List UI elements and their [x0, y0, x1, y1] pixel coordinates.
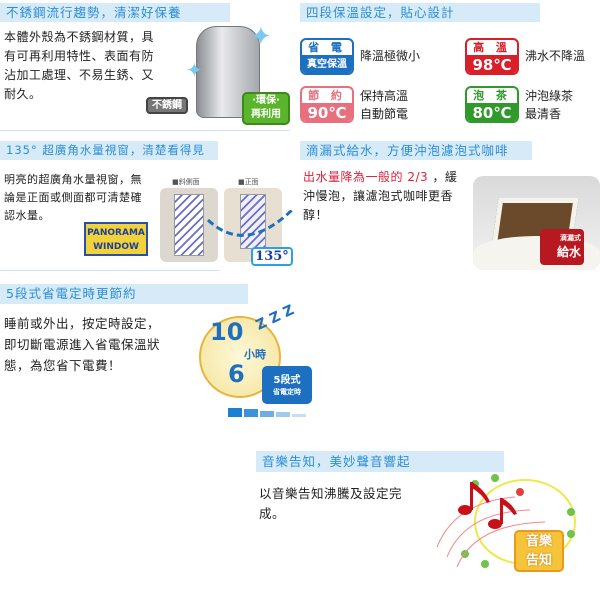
section-header-stainless: 不銹鋼流行趨勢，清潔好保養 [0, 3, 230, 22]
timer-unit: 小時 [244, 348, 266, 361]
text-line: 態，為您省下電費！ [4, 358, 122, 373]
timer-description: 睡前或外出，按定時設定， 即切斷電源進入省電保溫狀 態，為您省下電費！ [4, 313, 184, 376]
text-line: 明亮的超廣角水量視窗，無 [4, 173, 142, 186]
text-line: 最清香 [525, 107, 562, 121]
level-bars [228, 408, 306, 417]
logo-line: WINDOW [93, 242, 139, 252]
text-line: 沖慢泡，讓濾泡式咖啡更香 [303, 189, 454, 203]
window-description: 明亮的超廣角水量視窗，無 論是正面或側面都可清楚確 認水量。 [4, 171, 154, 225]
badge-line: 告知 [525, 553, 552, 568]
stainless-description: 本體外殼為不銹鋼材質，具 有可再利用特性、表面有防 沾加工處理、不易生銹、又 耐… [4, 28, 154, 104]
music-description: 以音樂告知沸騰及設定完 成。 [259, 484, 439, 524]
text-rest: ，緩 [428, 170, 458, 184]
side-view-label: ■斜側面 [172, 178, 200, 186]
badge-line: 滴漏式 [560, 234, 581, 242]
thermos-pot-image [196, 26, 260, 118]
front-view-label: ■正面 [238, 178, 259, 186]
text-line: 以音樂告知沸騰及設定完 [259, 486, 403, 501]
keep-warm-mode-badge: 省 電真空保溫 [300, 38, 354, 75]
music-notify-badge: 音樂 告知 [514, 530, 564, 572]
stainless-tag: 不銹鋼 [146, 97, 188, 114]
drip-feed-badge: 滴漏式 給水 [540, 229, 584, 265]
divider [0, 270, 220, 271]
badge-line: 給水 [556, 245, 581, 259]
eco-badge-line: ·環保· [252, 95, 280, 106]
badge-line: 音樂 [525, 534, 552, 549]
text-line: 沸水不降溫 [525, 49, 586, 63]
mode-value: 80℃ [467, 103, 517, 121]
text-line: 耐久。 [4, 87, 42, 101]
section-header-keep-warm: 四段保溫設定，貼心設計 [300, 3, 540, 22]
mode-value: 真空保溫 [302, 55, 352, 73]
mode-description: 沖泡綠茶最清香 [525, 87, 573, 123]
text-line: 成。 [259, 506, 286, 521]
mode-name: 高 溫 [473, 41, 511, 54]
text-line: 沾加工處理、不易生銹、又 [4, 68, 155, 82]
divider [0, 130, 290, 131]
text-line: 保持高溫 [360, 89, 409, 103]
section-header-music: 音樂告知，美妙聲音響起 [256, 451, 504, 472]
section-header-timer: 5段式省電定時更節約 [0, 284, 248, 304]
mode-name: 省 電 [308, 41, 346, 54]
mode-description: 保持高溫自動節電 [360, 87, 408, 123]
badge-line: 省電定時 [273, 388, 301, 396]
sparkle-icon: ✦ [250, 22, 272, 52]
text-line: 沖泡綠茶 [525, 89, 574, 103]
panorama-window-logo: PANORAMA WINDOW [84, 222, 148, 256]
logo-line: PANORAMA [87, 228, 145, 238]
eco-badge-line: 再利用 [251, 109, 281, 120]
timer-hours-low: 6 [228, 360, 245, 388]
sparkle-icon: ✦ [186, 58, 203, 82]
mode-name: 泡 茶 [473, 89, 511, 102]
drip-description: 出水量降為一般的 2/3 ，緩 沖慢泡，讓濾泡式咖啡更香 醇！ [303, 168, 463, 225]
text-line: 論是正面或側面都可清楚確 [4, 191, 142, 204]
side-view-image [160, 188, 218, 262]
text-line: 降溫極微小 [360, 49, 421, 63]
text-line: 出水量降為一般的 2/3 ，緩 [303, 168, 463, 187]
text-line: 自動節電 [360, 107, 409, 121]
text-line: 睡前或外出，按定時設定， [4, 316, 161, 331]
five-stage-badge: 5段式 省電定時 [262, 366, 312, 404]
mode-value: 90℃ [302, 103, 352, 121]
angle-arc [206, 210, 294, 237]
text-line: 認水量。 [4, 209, 50, 222]
text-line: 有可再利用特性、表面有防 [4, 49, 155, 63]
mode-value: 98℃ [467, 55, 517, 73]
mode-name: 節 約 [308, 89, 346, 102]
highlight-text: 出水量降為一般的 2/3 [303, 170, 429, 184]
section-header-window: 135° 超廣角水量視窗，清楚看得見 [0, 141, 218, 160]
text-line: 本體外殼為不銹鋼材質，具 [4, 30, 155, 44]
angle-badge: 135° [251, 247, 293, 266]
timer-hours-high: 10 [210, 318, 244, 346]
mode-description: 降溫極微小 [360, 47, 420, 65]
text-line: 醇！ [303, 208, 329, 222]
badge-line: 5段式 [273, 375, 301, 386]
section-header-drip: 滴漏式給水，方便沖泡濾泡式咖啡 [300, 141, 532, 160]
mode-description: 沸水不降溫 [525, 47, 585, 65]
zzz-icon: Z Z Z [253, 302, 297, 334]
eco-reuse-badge: ·環保· 再利用 [242, 92, 290, 125]
text-line: 即切斷電源進入省電保溫狀 [4, 337, 161, 352]
